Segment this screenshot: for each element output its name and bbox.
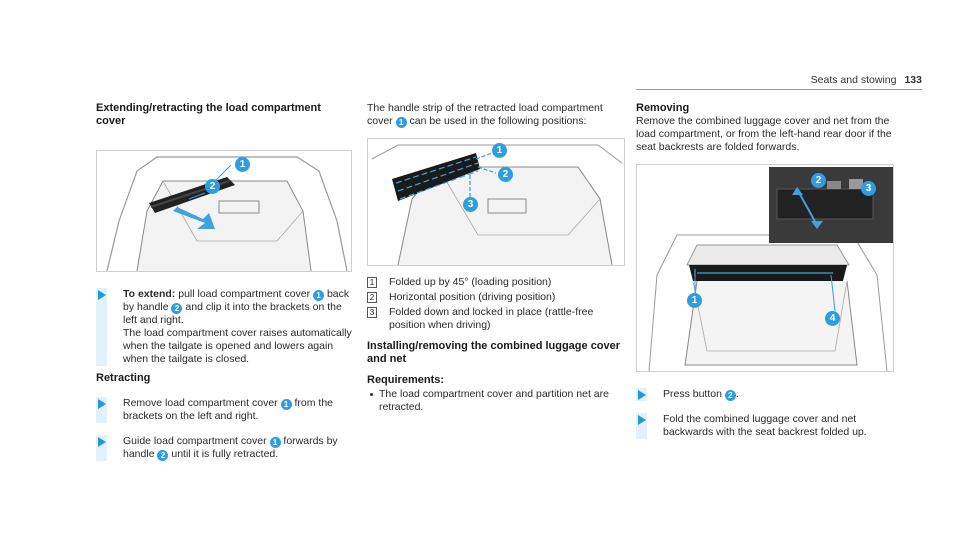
step-retract-1-text: Remove load compartment cover 1 from the… [123, 397, 352, 423]
install-title: Installing/removing the combined luggage… [367, 340, 621, 365]
luggage-cover-illustration [637, 165, 893, 371]
extend-note: The load compartment cover raises automa… [123, 327, 352, 365]
running-header: Seats and stowing 133 [811, 74, 922, 87]
step-text: Press button [663, 388, 725, 400]
step-text: forwards by handle [123, 435, 338, 460]
ref-2: 2 [724, 390, 736, 401]
column-3: Removing Remove the combined luggage cov… [636, 102, 898, 439]
step-arrow-icon [98, 399, 106, 409]
step-retract-1: Remove load compartment cover 1 from the… [96, 397, 352, 423]
column-2: The handle strip of the retracted load c… [367, 102, 625, 414]
handle-positions-illustration [368, 139, 624, 265]
step-bar [96, 435, 107, 461]
step-arrow-icon [638, 390, 646, 400]
section-name: Seats and stowing [810, 74, 897, 86]
step-fold-text: Fold the combined luggage cover and net … [663, 413, 867, 438]
requirement-item: The load compartment cover and partition… [367, 388, 625, 414]
ref-1: 1 [313, 290, 325, 301]
ref-1: 1 [395, 117, 407, 128]
step-press-text: Press button 2. [663, 388, 898, 401]
positions-list: 1 Folded up by 45° (loading position) 2 Ho… [367, 276, 625, 332]
step-text: from the brackets on the left and right. [123, 397, 334, 422]
callout-1: 1 [492, 143, 507, 158]
callout-2: 2 [205, 179, 220, 194]
callout-2: 2 [811, 173, 826, 188]
list-item: 2 Horizontal position (driving position) [367, 291, 625, 304]
step-bar [96, 288, 107, 366]
figure-load-cover: 1 2 [96, 150, 352, 272]
list-item: 1 Folded up by 45° (loading position) [367, 276, 625, 289]
callout-4: 4 [825, 311, 840, 326]
position-number: 3 [367, 307, 377, 318]
ref-1: 1 [280, 399, 292, 410]
step-text: pull load compartment cover [175, 288, 314, 300]
step-retract-2: Guide load compartment cover 1 forwards … [96, 435, 352, 461]
step-extend: To extend: pull load compartment cover 1… [96, 288, 352, 366]
step-text: Remove load compartment cover [123, 397, 281, 409]
step-press-button: Press button 2. [636, 388, 898, 401]
handle-intro: The handle strip of the retracted load c… [367, 102, 625, 128]
step-arrow-icon [638, 415, 646, 425]
list-item: 3 Folded down and locked in place (rattle… [367, 306, 625, 332]
callout-3: 3 [861, 181, 876, 196]
header-rule [636, 89, 922, 90]
step-arrow-icon [98, 437, 106, 447]
page-number: 133 [904, 74, 922, 86]
callout-2: 2 [498, 167, 513, 182]
step-text: until it is fully retracted. [168, 448, 279, 460]
figure-luggage-cover: 1 2 3 4 [636, 164, 894, 372]
position-text: Folded down and locked in place (rattle-… [389, 306, 594, 331]
ref-2: 2 [157, 450, 169, 461]
callout-3: 3 [463, 197, 478, 212]
callout-1: 1 [235, 157, 250, 172]
intro-text: can be used in the following positions: [406, 115, 587, 127]
step-text: . [735, 388, 739, 400]
step-extend-text: To extend: pull load compartment cover 1… [123, 288, 352, 327]
position-text: Horizontal position (driving position) [389, 291, 556, 303]
callout-1: 1 [687, 293, 702, 308]
step-bar [636, 413, 647, 439]
step-fold: Fold the combined luggage cover and net … [636, 413, 898, 439]
step-bar [96, 397, 107, 423]
column-1: Extending/retracting the load compartmen… [96, 102, 352, 461]
step-arrow-icon [98, 290, 106, 300]
position-number: 1 [367, 277, 377, 288]
section-title-extending: Extending/retracting the load compartmen… [96, 102, 321, 127]
step-retract-2-text: Guide load compartment cover 1 forwards … [123, 435, 352, 461]
load-cover-illustration [97, 151, 351, 271]
removing-title: Removing [636, 102, 690, 114]
retracting-title: Retracting [96, 372, 151, 384]
ref-2: 2 [171, 303, 183, 314]
step-text: and clip it into the brackets on the lef… [123, 301, 342, 326]
step-text: back by handle [123, 288, 350, 313]
ref-1: 1 [269, 437, 281, 448]
step-lead: To extend: [123, 288, 176, 300]
position-number: 2 [367, 292, 377, 303]
intro-text: The handle strip of the retracted load c… [367, 102, 603, 127]
step-text: Guide load compartment cover [123, 435, 270, 447]
figure-handle-positions: 1 2 3 [367, 138, 625, 266]
requirements-title: Requirements: [367, 374, 445, 386]
position-text: Folded up by 45° (loading position) [389, 276, 552, 288]
removing-text: Remove the combined luggage cover and ne… [636, 115, 892, 153]
